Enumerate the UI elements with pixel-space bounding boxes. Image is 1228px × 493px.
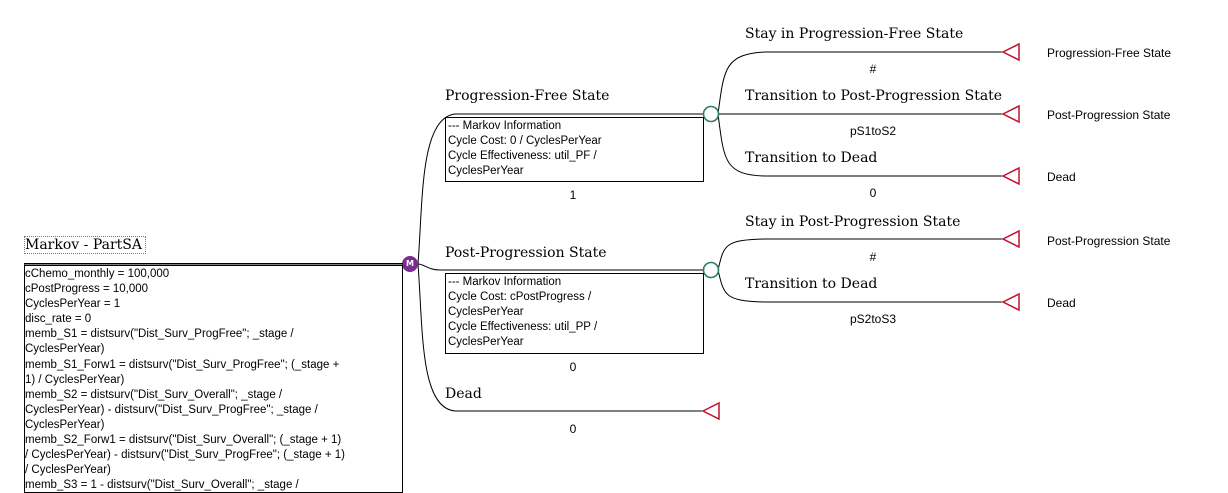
state-probability-post-progression[interactable]: 0 (569, 360, 577, 374)
definition-line: cPostProgress = 10,000 (25, 283, 149, 296)
terminal-node[interactable] (1001, 104, 1020, 124)
root-title-text: Markov - PartSA (25, 237, 142, 253)
chance-node-post-progression[interactable] (702, 261, 720, 279)
markov-info-box-progression-free[interactable]: --- Markov Information Cycle Cost: 0 / C… (445, 117, 704, 182)
transition-label-stay-pf[interactable]: Stay in Progression-Free State (745, 26, 964, 42)
root-title[interactable]: Markov - PartSA (24, 236, 146, 254)
transition-probability-stay-pf[interactable]: # (869, 62, 877, 76)
transition-label-stay-pp[interactable]: Stay in Post-Progression State (745, 214, 961, 230)
markov-info-box-post-progression[interactable]: --- Markov Information Cycle Cost: cPost… (445, 273, 704, 354)
state-label-post-progression[interactable]: Post-Progression State (445, 245, 607, 261)
transition-label-pf-to-post[interactable]: Transition to Post-Progression State (745, 88, 1003, 104)
state-probability-progression-free[interactable]: 1 (569, 188, 577, 202)
definition-line: / CyclesPerYear) (25, 464, 111, 477)
branch-line-stay-pf (717, 51, 1004, 115)
definition-line: CyclesPerYear) - distsurv("Dist_Surv_Pro… (25, 403, 318, 416)
markov-badge-label: M (406, 259, 414, 268)
definition-line: memb_S2_Forw1 = distsurv("Dist_Surv_Over… (25, 434, 342, 447)
markov-node[interactable] (402, 256, 418, 272)
state-label-progression-free[interactable]: Progression-Free State (445, 88, 610, 104)
terminal-label[interactable]: Progression-Free State (1047, 46, 1172, 60)
terminal-node[interactable] (1001, 166, 1020, 186)
terminal-node[interactable] (1001, 292, 1020, 312)
markov-info-line: CyclesPerYear (448, 165, 524, 177)
markov-info-line: Cycle Effectiveness: util_PF / (448, 150, 597, 162)
terminal-label[interactable]: Dead (1047, 296, 1076, 310)
definition-line: memb_S1 = distsurv("Dist_Surv_ProgFree";… (25, 328, 294, 341)
terminal-node-dead-state[interactable] (701, 401, 720, 421)
definition-line: 1) / CyclesPerYear) (25, 373, 125, 386)
markov-info-line: CyclesPerYear (448, 306, 524, 318)
markov-info-line: CyclesPerYear (448, 336, 524, 348)
terminal-node[interactable] (1001, 229, 1020, 249)
state-probability-dead[interactable]: 0 (569, 422, 577, 436)
branch-line-dead (417, 263, 703, 412)
branch-line-stay-pp (717, 238, 1004, 271)
markov-info-line: Cycle Effectiveness: util_PP / (448, 321, 598, 333)
definition-line: CyclesPerYear) (25, 343, 105, 356)
terminal-label[interactable]: Post-Progression State (1047, 108, 1171, 122)
transition-label-pf-to-dead[interactable]: Transition to Dead (745, 150, 878, 166)
definition-line: cChemo_monthly = 100,000 (25, 268, 170, 280)
definition-line: / CyclesPerYear) - distsurv("Dist_Surv_P… (25, 449, 345, 462)
terminal-label[interactable]: Post-Progression State (1047, 234, 1171, 248)
chance-node-progression-free[interactable] (702, 105, 720, 123)
definition-line: memb_S2 = distsurv("Dist_Surv_Overall"; … (25, 388, 283, 401)
branch-line-pp-to-dead (717, 269, 1004, 303)
markov-info-line: Cycle Cost: cPostProgress / (448, 291, 592, 303)
transition-probability-stay-pp[interactable]: # (869, 250, 877, 264)
markov-info-line: Cycle Cost: 0 / CyclesPerYear (448, 135, 602, 147)
transition-probability-pf-to-post[interactable]: pS1toS2 (849, 124, 897, 138)
branch-line-progression-free (417, 113, 703, 265)
root-definitions-box[interactable]: cChemo_monthly = 100,000 cPostProgress =… (24, 263, 403, 493)
markov-info-line: --- Markov Information (448, 120, 562, 132)
terminal-node[interactable] (1001, 42, 1020, 62)
transition-probability-pf-to-dead[interactable]: 0 (869, 186, 877, 200)
definition-line: disc_rate = 0 (25, 313, 92, 326)
transition-label-pp-to-dead[interactable]: Transition to Dead (745, 276, 878, 292)
definition-line: CyclesPerYear = 1 (25, 298, 121, 311)
terminal-label[interactable]: Dead (1047, 170, 1076, 184)
markov-info-line: --- Markov Information (448, 276, 562, 288)
definition-line: CyclesPerYear) (25, 418, 105, 431)
transition-probability-pp-to-dead[interactable]: pS2toS3 (849, 312, 897, 326)
state-label-dead[interactable]: Dead (445, 386, 482, 402)
branch-line-pf-to-dead (717, 113, 1004, 177)
definition-line: memb_S1_Forw1 = distsurv("Dist_Surv_Prog… (25, 358, 340, 371)
tree-canvas (24, 42, 1020, 421)
branch-line-post-progression (417, 263, 703, 271)
